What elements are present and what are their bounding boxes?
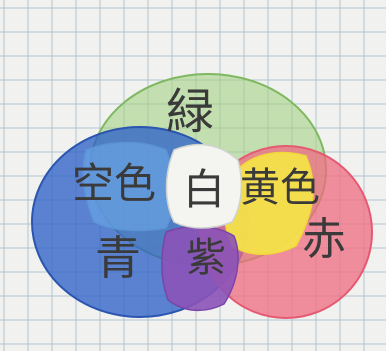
label-purple: 紫: [186, 235, 226, 281]
label-green: 緑: [165, 84, 215, 140]
cyan-overlap: [82, 141, 175, 232]
label-yellow: 黄色: [240, 165, 320, 211]
label-blue: 青: [95, 231, 141, 285]
purple-overlap: [160, 225, 239, 312]
label-white: 白: [182, 165, 226, 214]
label-red: 赤: [302, 214, 346, 265]
label-cyan: 空色: [71, 159, 157, 208]
white-center: [165, 143, 243, 229]
yellow-overlap: [223, 151, 314, 255]
